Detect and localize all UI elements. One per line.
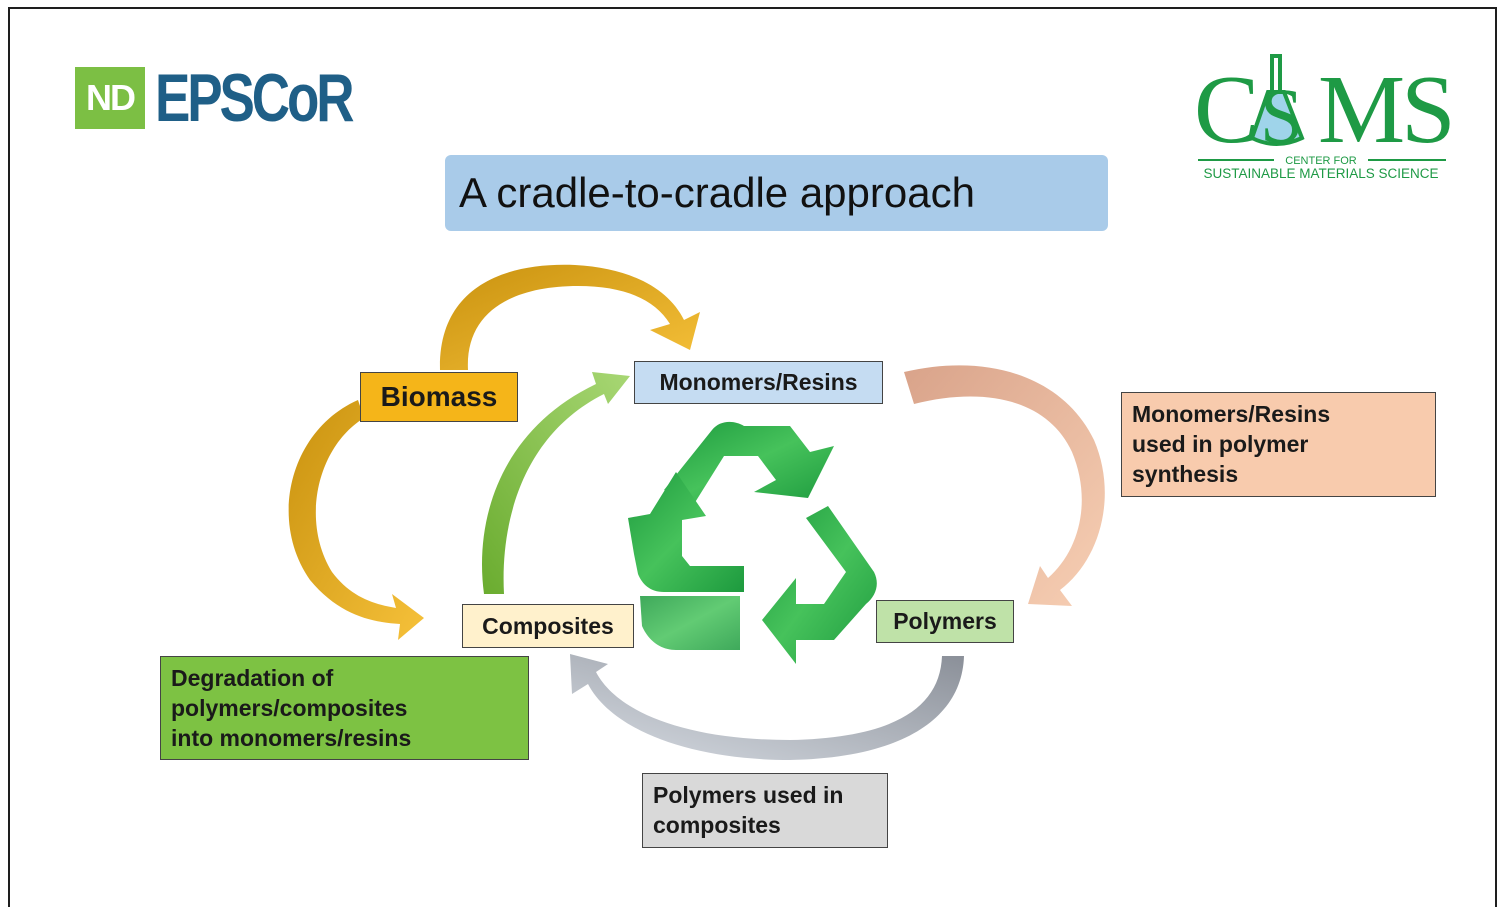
note-polymers-used-in-composites: Polymers used in composites	[642, 773, 888, 848]
nd-badge: ND	[75, 67, 145, 129]
svg-text:C: C	[1194, 56, 1255, 164]
csms-subtitle-2: SUSTAINABLE MATERIALS SCIENCE	[1203, 166, 1438, 181]
arrow-monomers-to-polymers	[904, 365, 1105, 606]
nd-epscor-logo: ND EPSCoR	[75, 60, 407, 136]
svg-text:S: S	[1260, 72, 1303, 159]
arrow-composites-to-monomers	[481, 372, 630, 594]
node-monomers-resins: Monomers/Resins	[634, 361, 883, 404]
flask-icon: S	[1249, 54, 1305, 159]
svg-text:MS: MS	[1318, 56, 1450, 164]
arrow-biomass-to-monomers	[439, 264, 700, 370]
note-degradation: Degradation of polymers/composites into …	[160, 656, 529, 760]
node-polymers: Polymers	[876, 600, 1014, 643]
node-composites: Composites	[462, 604, 634, 648]
slide-frame	[8, 7, 1497, 907]
csms-subtitle-1: CENTER FOR	[1285, 155, 1357, 167]
recycle-icon	[628, 421, 877, 664]
slide-title: A cradle-to-cradle approach	[445, 155, 1108, 231]
epscor-wordmark: EPSCoR	[155, 60, 355, 136]
arrow-polymers-to-composites	[570, 654, 964, 760]
note-monomers-used-in-synthesis: Monomers/Resins used in polymer synthesi…	[1121, 392, 1436, 497]
node-biomass: Biomass	[360, 372, 518, 422]
csms-logo: C MS S CENTER FOR SUSTAINABLE MATERIALS …	[1194, 54, 1450, 181]
arrow-biomass-to-composites	[288, 400, 424, 640]
